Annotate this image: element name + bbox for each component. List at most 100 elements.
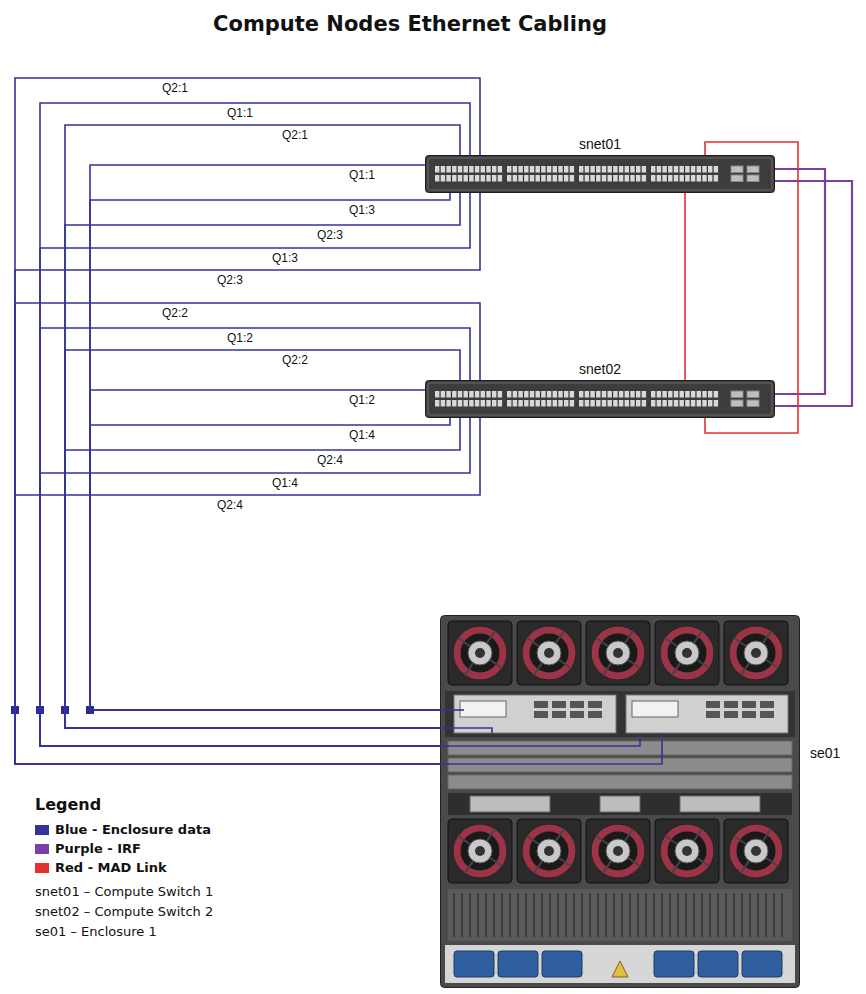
fan [517,621,581,685]
fan [586,819,650,883]
data-cable [40,418,470,746]
port-label: Q1:1 [347,168,377,182]
legend-note: snet01 – Compute Switch 1 [35,884,213,899]
port-label: Q1:2 [225,331,255,345]
power-supply [454,951,494,977]
legend-text: Red - MAD Link [55,860,167,875]
data-cable [65,125,460,728]
network-switch: snet01 [425,155,775,193]
data-cable [65,350,460,728]
port-label: Q2:3 [215,273,245,287]
blade-enclosure: se01 [440,615,800,988]
interconnect-module [626,695,788,733]
admin-module [470,796,550,812]
data-cable [90,418,450,710]
sfp-port [731,400,743,407]
port-label: Q2:2 [280,353,310,367]
internal-cable [440,728,492,733]
switch-ports [435,391,718,407]
sfp-port [747,166,759,173]
data-cable [40,193,470,746]
fan [586,621,650,685]
fan [724,621,788,685]
data-cable [90,165,440,710]
connectors [15,78,852,764]
data-cable [90,390,440,710]
port-label: Q1:1 [225,106,255,120]
legend-swatch [35,844,49,854]
data-cable [65,193,460,728]
sfp-port [747,175,759,182]
legend-note: snet02 – Compute Switch 2 [35,904,213,919]
port-label: Q1:2 [347,393,377,407]
device-bay [448,775,792,789]
power-supply [742,951,782,977]
legend-text: Purple - IRF [55,841,141,856]
mad-link [684,193,686,380]
power-supply [698,951,738,977]
internal-cable [440,733,662,764]
data-cable [40,103,470,746]
internal-cable [440,709,464,711]
warning-symbol [612,961,628,977]
legend-text: Blue - Enclosure data [55,822,211,837]
switch-bezel [428,158,772,190]
node-label: se01 [810,745,840,761]
device-bay [448,741,792,755]
port-label: Q2:1 [280,128,310,142]
sfp-port [731,391,743,398]
fan [655,819,719,883]
sfp-port [747,391,759,398]
legend-heading: Legend [35,795,101,814]
legend-swatch [35,825,49,835]
switch-chassis [426,156,775,193]
data-cable [65,418,460,728]
fan [724,819,788,883]
irf-link [775,181,852,406]
sfp-port [731,166,743,173]
port-label: Q1:3 [347,203,377,217]
node-label: snet01 [579,136,621,152]
switch-illustration [425,155,775,193]
switch-ports [435,166,718,182]
power-supply [498,951,538,977]
switch-bezel [428,383,772,415]
legend-entry: Red - MAD Link [35,860,335,876]
data-cable [15,78,480,764]
splice-dots [11,706,94,714]
interconnect-bay [445,691,795,737]
port-label: Q1:4 [270,476,300,490]
admin-module [680,796,760,812]
sfp-port [731,175,743,182]
legend-swatch [35,863,49,873]
fan [655,621,719,685]
port-label: Q2:3 [315,228,345,242]
data-cable [15,303,480,764]
switch-illustration [425,380,775,418]
admin-module [600,796,640,812]
data-cable [15,193,480,764]
port-label: Q2:1 [160,81,190,95]
node-label: snet02 [579,361,621,377]
power-supply [542,951,582,977]
network-switch: snet02 [425,380,775,418]
legend-note: se01 – Enclosure 1 [35,924,157,939]
port-label: Q1:3 [270,251,300,265]
diagram-title: Compute Nodes Ethernet Cabling [0,12,820,36]
port-label: Q2:2 [160,306,190,320]
switch-chassis [426,381,775,418]
port-label: Q2:4 [215,498,245,512]
admin-module-row [448,793,792,815]
grille [448,889,792,941]
legend-entry: Blue - Enclosure data [35,822,335,838]
data-cable [40,328,470,746]
fan [448,621,512,685]
port-label: Q1:4 [347,428,377,442]
port-label: Q2:4 [315,453,345,467]
power-supply [654,951,694,977]
enclosure-illustration [440,615,800,988]
internal-cable [440,733,640,746]
data-cable [15,418,480,764]
enclosure-frame [441,616,800,988]
fan [517,819,581,883]
